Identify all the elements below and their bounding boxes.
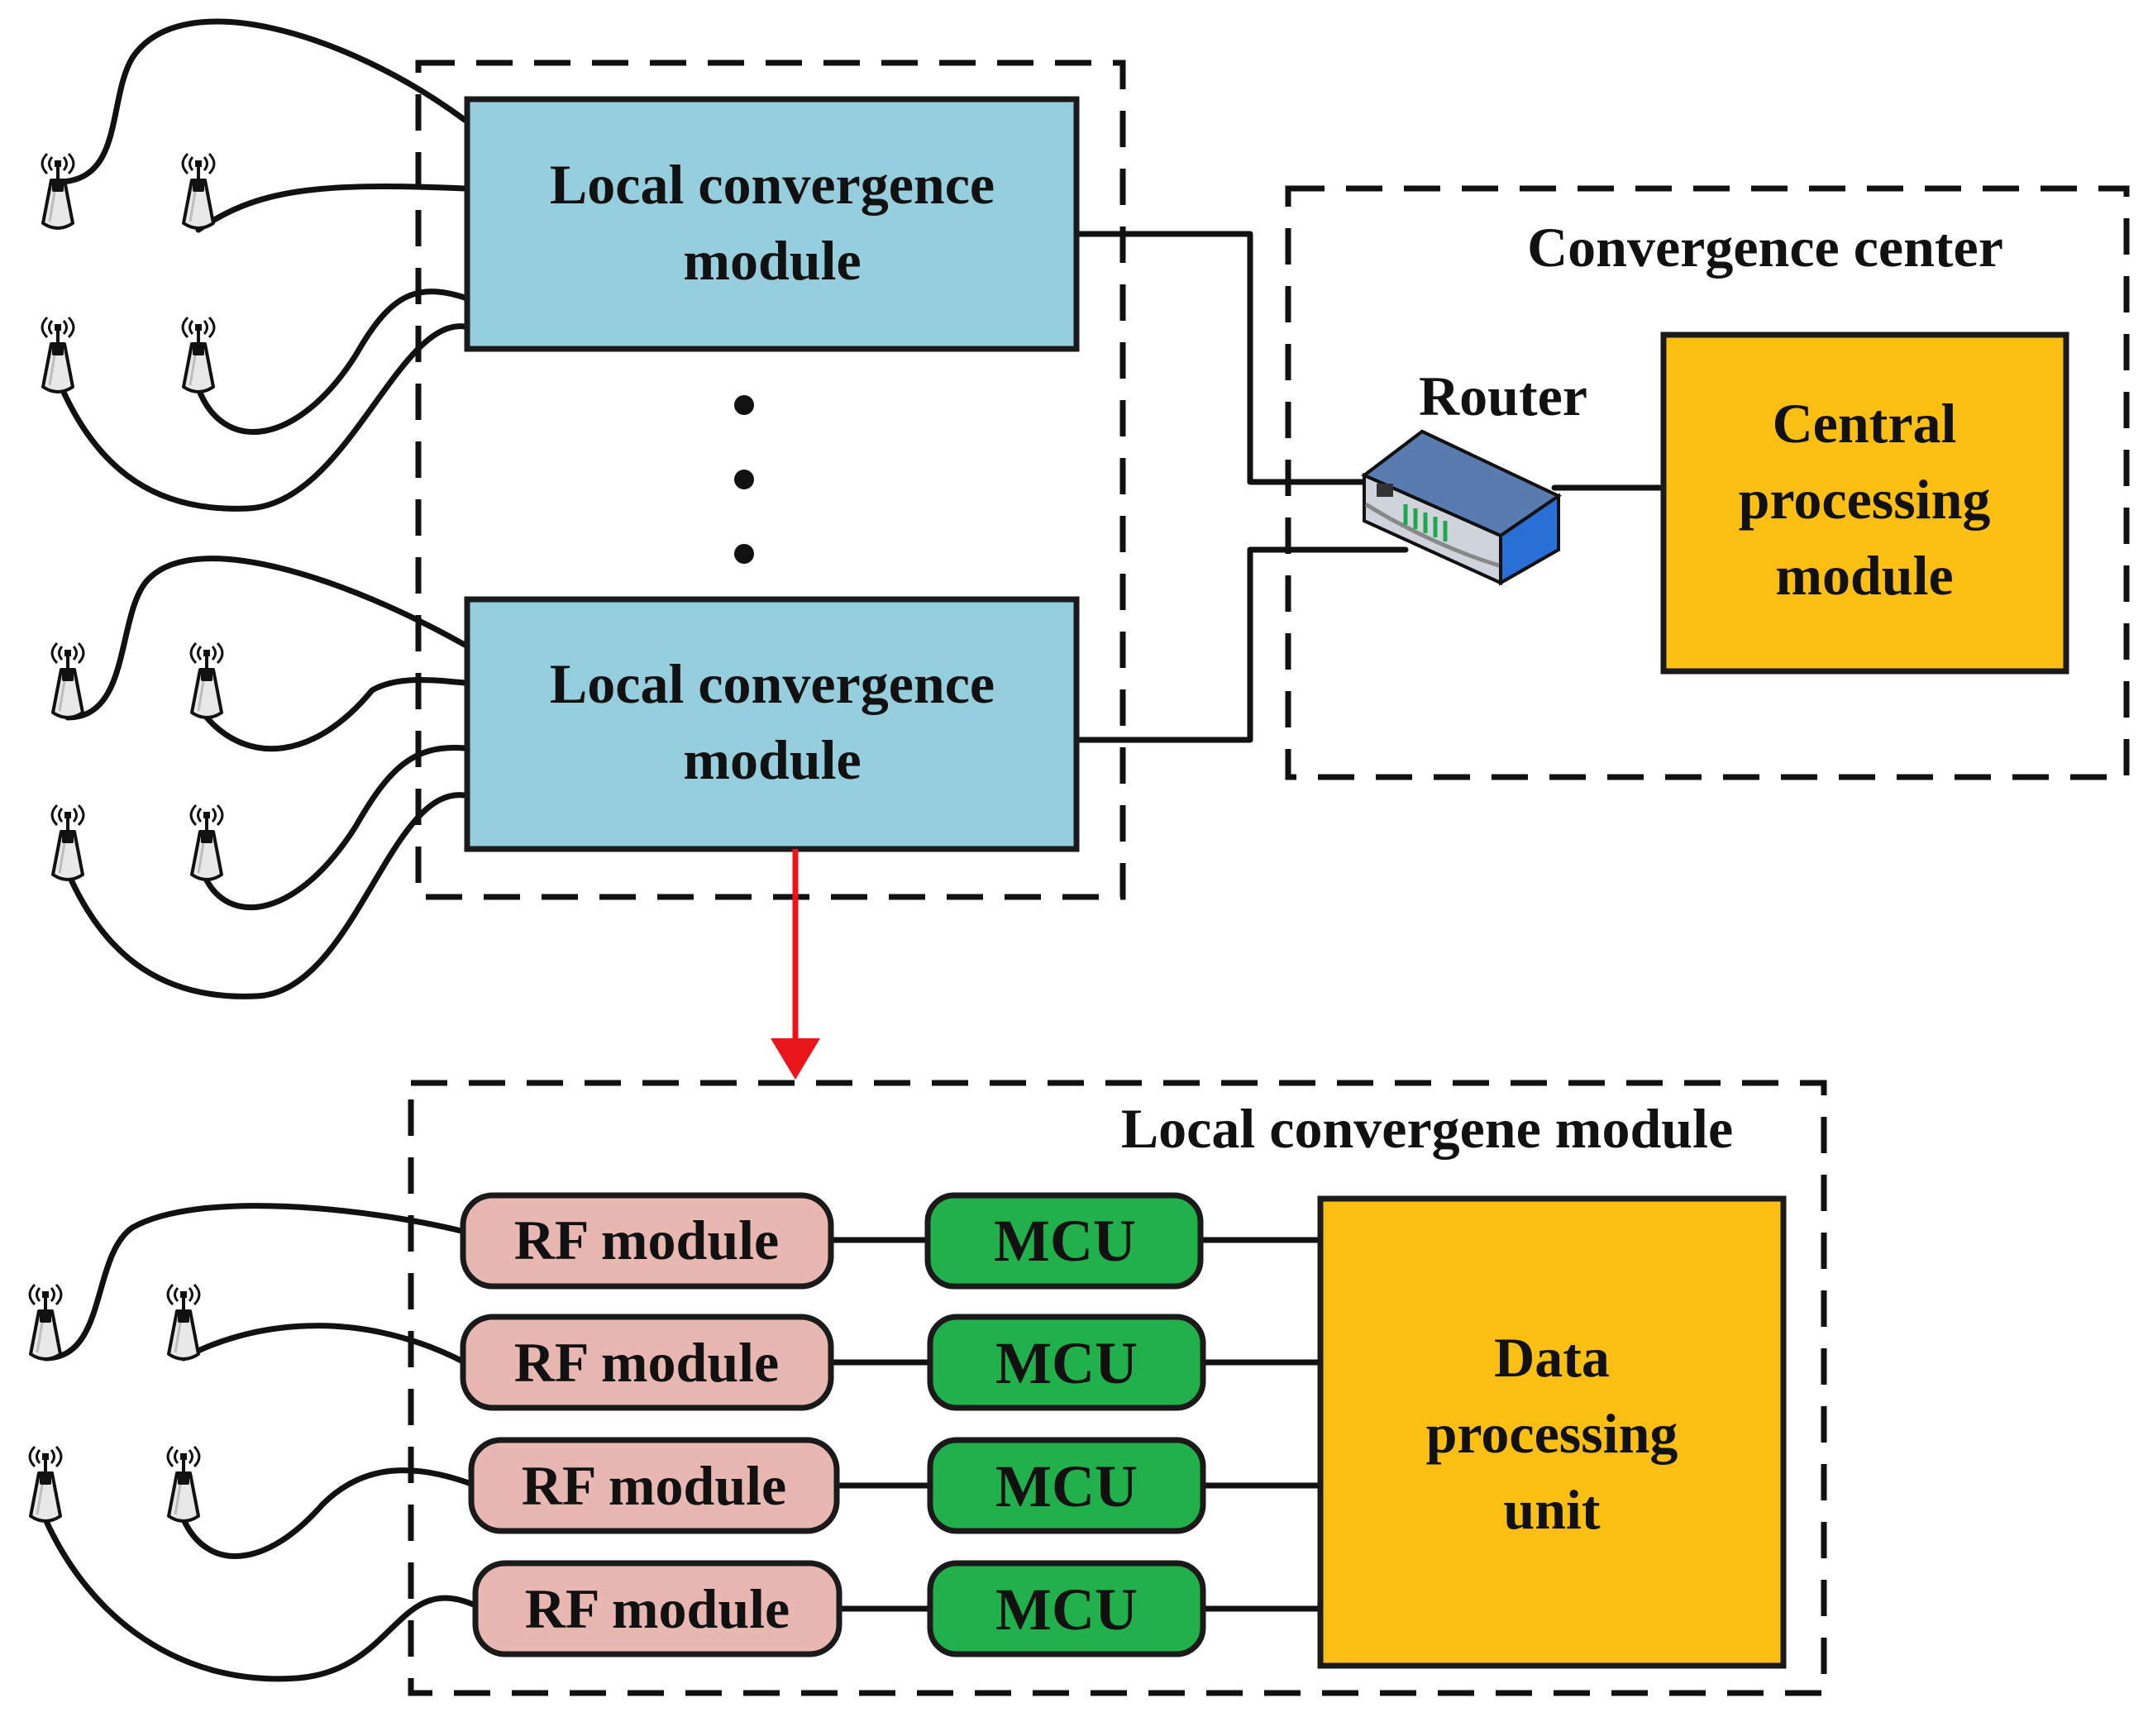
antenna-icon — [50, 804, 85, 881]
antenna-icon — [166, 1445, 201, 1523]
mcu: MCU — [924, 1192, 1204, 1290]
detail-wires — [828, 1237, 1322, 1612]
rf-module-label: RF module — [514, 1331, 779, 1394]
detail-arrow — [771, 849, 820, 1080]
unit-label: unit — [1503, 1478, 1601, 1541]
antenna-icon — [181, 152, 216, 230]
antenna-wire — [195, 289, 468, 435]
antenna-icon — [28, 1283, 63, 1361]
rf-module: RF module — [460, 1192, 834, 1290]
uplink-wire — [1074, 546, 1409, 743]
antenna-wire — [180, 1467, 475, 1559]
mcu: MCU — [927, 1560, 1206, 1657]
antenna-wire — [55, 18, 468, 185]
antenna-icon — [28, 1445, 63, 1523]
antenna-icon — [41, 152, 75, 230]
mcu: MCU — [927, 1314, 1206, 1411]
antenna-wire — [42, 1516, 479, 1682]
antenna-wire — [59, 323, 468, 512]
unit-label: Data — [1494, 1326, 1610, 1389]
module-label: Central — [1773, 392, 1957, 455]
antenna-icon — [189, 641, 224, 719]
mcu-label: MCU — [995, 1330, 1138, 1396]
antenna-wire — [195, 184, 468, 233]
module-label: module — [1775, 544, 1953, 607]
detail-module-frame — [408, 1080, 1827, 1696]
module-label: processing — [1739, 468, 1991, 531]
uplink-wire — [1074, 231, 1376, 485]
antenna-wire — [64, 556, 468, 721]
rf-module: RF module — [472, 1560, 842, 1657]
mcu-label: MCU — [995, 1576, 1138, 1643]
module-label: Local convergence — [550, 652, 995, 715]
local-convergence-module-top: Local convergence module — [464, 96, 1080, 352]
detail-title: Local convergene module — [1121, 1097, 1733, 1160]
rf-module: RF module — [460, 1314, 834, 1411]
antenna-icon — [166, 1283, 201, 1361]
ellipsis-dots — [734, 395, 754, 564]
module-label: module — [683, 728, 861, 791]
antenna-icon — [41, 316, 75, 393]
convergence-center-title: Convergence center — [1527, 216, 2003, 279]
rf-module-label: RF module — [514, 1209, 779, 1271]
antenna-wire — [180, 1323, 468, 1366]
antenna-icon — [189, 804, 224, 881]
antenna-icon — [181, 316, 216, 393]
local-convergence-module-bottom: Local convergence module — [464, 596, 1080, 852]
antenna-wire — [203, 744, 468, 910]
unit-label: processing — [1426, 1402, 1678, 1465]
rf-module-label: RF module — [525, 1577, 790, 1640]
data-processing-unit: Data processing unit — [1317, 1195, 1787, 1669]
local-modules-group-frame — [415, 60, 1126, 900]
mcu-label: MCU — [995, 1453, 1138, 1519]
rf-module: RF module — [468, 1437, 840, 1534]
central-processing-module: Central processing module — [1660, 331, 2069, 675]
antenna-wire — [67, 792, 468, 999]
router-label: Router — [1419, 365, 1587, 427]
mcu-label: MCU — [994, 1208, 1136, 1274]
module-label: Local convergence — [550, 153, 995, 216]
mcu: MCU — [927, 1437, 1206, 1534]
antenna-wire — [42, 1203, 468, 1362]
antenna-icon — [50, 641, 85, 719]
antenna-wire — [203, 677, 468, 752]
rf-module-label: RF module — [522, 1454, 786, 1517]
router-icon — [1361, 429, 1563, 586]
module-label: module — [683, 229, 861, 292]
